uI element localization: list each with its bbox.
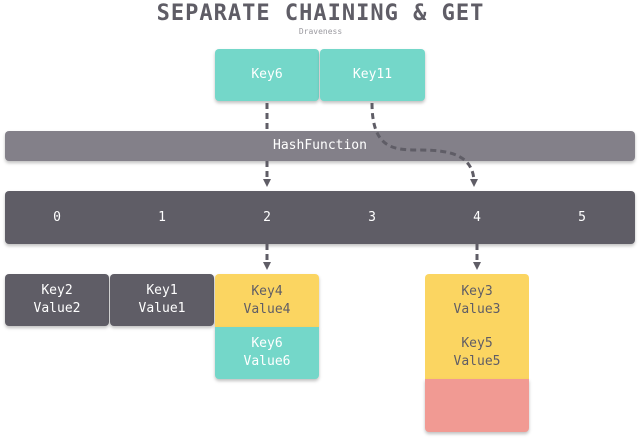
- arrow-key11-to-bucket-4: [370, 102, 478, 187]
- bucket-index-2: 2: [263, 210, 271, 225]
- input-key-key6: Key6: [215, 49, 319, 101]
- entry-key4-key: Key4: [251, 283, 283, 299]
- diagram-title: SEPARATE CHAINING & GET: [156, 1, 485, 26]
- entry-key1-key: Key1: [146, 283, 178, 298]
- entry-key6-value: Value6: [243, 354, 291, 369]
- entry-key3: Key3 Value3: [425, 274, 529, 327]
- entry-key2: Key2 Value2: [5, 274, 109, 326]
- entry-key3-key: Key3: [461, 283, 493, 299]
- bucket-index-5: 5: [578, 210, 586, 225]
- entry-key2-value: Value2: [33, 301, 81, 316]
- entry-key2-key: Key2: [41, 283, 73, 298]
- entry-key5-value: Value5: [453, 354, 501, 369]
- entry-key5: Key5 Value5: [425, 327, 529, 379]
- hash-function-bar: HashFunction: [5, 131, 635, 161]
- entry-key6-key: Key6: [251, 336, 283, 351]
- bucket-index-1: 1: [158, 210, 166, 225]
- entry-key3-value: Value3: [453, 301, 501, 317]
- bucket-array: 0 1 2 3 4 5: [5, 191, 635, 244]
- diagram-subtitle: Draveness: [298, 27, 343, 36]
- entry-key4: Key4 Value4: [215, 274, 319, 327]
- entry-key4-value: Value4: [243, 301, 291, 317]
- entry-key1: Key1 Value1: [110, 274, 214, 326]
- bucket-index-4: 4: [473, 210, 481, 225]
- entry-key1-value: Value1: [138, 301, 186, 316]
- empty-slot: [425, 379, 529, 432]
- bucket-index-0: 0: [53, 210, 61, 225]
- input-key-key11: Key11: [320, 49, 425, 101]
- entry-key5-key: Key5: [461, 336, 493, 351]
- bucket-index-3: 3: [368, 210, 376, 225]
- entry-key6: Key6 Value6: [215, 327, 319, 379]
